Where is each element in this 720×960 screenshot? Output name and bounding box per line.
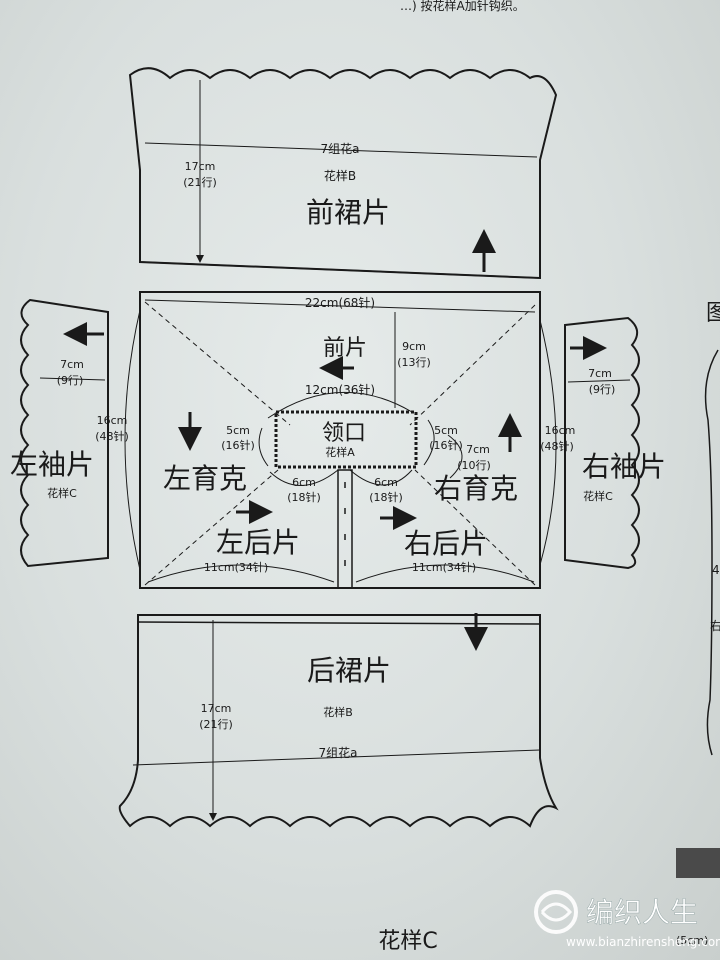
front-skirt-height-cm: 17cm [185,160,216,173]
left-sleeve-width-cm: 7cm [60,358,84,371]
right-sleeve-piece [564,316,640,570]
right-side-sts: (16针) [429,438,463,452]
left-sleeve-pattern: 花样C [47,486,77,500]
right-yoke-title: 右育克 [434,472,518,505]
yoke-front-height-cm: 9cm [402,340,426,353]
right-edge-glyph-top: 图 [706,301,720,326]
right-inner-rows: (10行) [457,459,491,472]
front-skirt-height-rows: (21行) [183,176,217,189]
left-yoke-title: 左育克 [163,462,247,495]
left-back-neck-sts: (18针) [287,490,321,504]
yoke-front-height-rows: (13行) [397,356,431,369]
left-sleeve-piece [20,298,109,568]
right-edge-mark-zai: 右 [710,618,720,633]
left-sleeve-title: 左袖片 [10,448,94,481]
neck-pattern: 花样A [325,445,355,459]
right-sleeve-title: 右袖片 [582,450,666,483]
watermark-url: www.bianzhirensheng.com [566,935,720,949]
right-sleeve-width-rows: (9行) [589,383,616,396]
right-edge-bottom-1: 1 [680,903,688,917]
watermark-brand: 编织人生 [586,896,698,929]
left-back-neck-cm: 6cm [292,476,316,489]
right-back-title: 右后片 [404,527,488,560]
right-back-width: 11cm(34针) [412,560,476,574]
right-sleeve-pattern: 花样C [583,489,613,503]
footer-label: 花样C [378,929,437,954]
yoke-front-title: 前片 [323,336,367,361]
right-edge-mark-4: 4 [712,563,720,577]
right-edge-fragment [676,349,720,878]
right-height-sts: (48针) [540,439,574,453]
right-inner-cm: 7cm [466,443,490,456]
back-skirt-pattern: 花样B [323,705,353,719]
neck-title: 领口 [322,421,366,446]
front-skirt-title: 前裙片 [306,196,390,229]
right-height-cm: 16cm [545,424,576,437]
left-height-sts: (48针) [95,429,129,443]
left-back-width: 11cm(34针) [204,560,268,574]
front-skirt-piece [128,67,558,280]
yoke-neck-width: 12cm(36针) [305,382,375,397]
right-back-neck-sts: (18针) [369,490,403,504]
yoke-piece [124,291,557,589]
left-side-sts: (16针) [221,438,255,452]
watermark-logo-icon [534,890,578,934]
left-back-title: 左后片 [216,526,300,559]
right-sleeve-width-cm: 7cm [588,367,612,380]
back-skirt-title: 后裙片 [307,654,391,687]
left-sleeve-width-rows: (9行) [57,374,84,387]
back-skirt-height-rows: (21行) [199,718,233,731]
right-back-neck-cm: 6cm [374,476,398,489]
right-edge-bottom-5cm: (5cm) [676,934,708,947]
yoke-width-label: 22cm(68针) [305,295,375,310]
left-height-cm: 16cm [97,414,128,427]
back-skirt-piece [118,613,559,828]
right-side-cm: 5cm [434,424,458,437]
back-skirt-width-label: 7组花a [319,745,358,760]
left-side-cm: 5cm [226,424,250,437]
front-skirt-width-label: 7组花a [321,141,360,156]
front-skirt-pattern: 花样B [324,168,356,183]
header-fragment: …) 按花样A加针钩织。 [400,0,525,13]
back-skirt-height-cm: 17cm [201,702,232,715]
watermark [534,890,578,934]
